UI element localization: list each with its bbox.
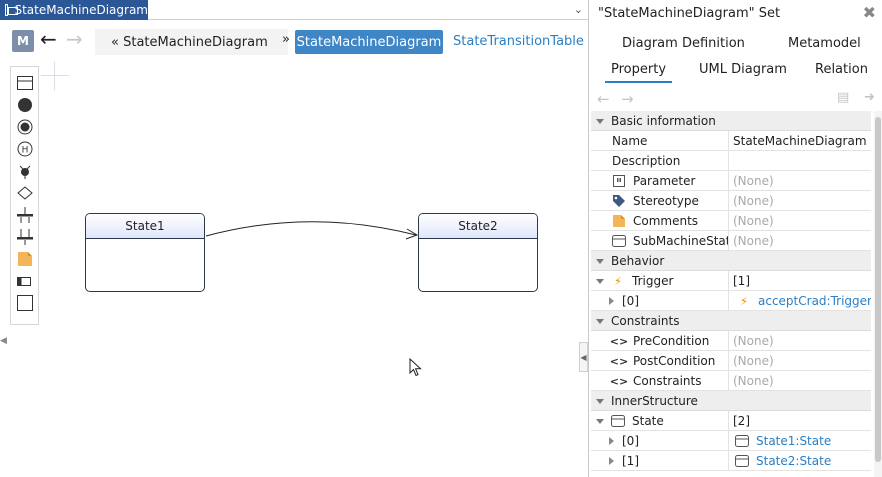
property-row-submachinestate[interactable]: SubMachineState (None) <box>591 231 871 251</box>
vertical-scrollbar[interactable] <box>874 111 882 477</box>
state-node-2[interactable]: State2 <box>418 213 538 292</box>
property-row-state[interactable]: State [2] <box>591 411 871 431</box>
model-button[interactable]: M <box>12 30 34 52</box>
lightning-icon: ⚡ <box>614 274 622 288</box>
property-row-stereotype[interactable]: Stereotype (None) <box>591 191 871 211</box>
property-row-state-0[interactable]: [0] State1:State <box>591 431 871 451</box>
tab-property[interactable]: Property <box>605 62 673 83</box>
section-behavior[interactable]: Behavior <box>591 251 871 271</box>
property-row-trigger[interactable]: ⚡Trigger [1] <box>591 271 871 291</box>
close-icon[interactable]: ✖ <box>862 3 876 22</box>
section-constraints[interactable]: Constraints <box>591 311 871 331</box>
document-tab[interactable]: StateMachineDiagram <box>0 0 148 20</box>
property-row-trigger-0[interactable]: [0] ⚡acceptCrad:Trigger <box>591 291 871 311</box>
breadcrumb-link[interactable]: StateTransitionTable <box>453 34 584 49</box>
comment-icon[interactable] <box>17 251 33 267</box>
property-grid: Basic information Name StateMachineDiagr… <box>591 111 871 471</box>
panel-tabs-row2: Property UML Diagram Relation <box>589 60 882 84</box>
property-row-name[interactable]: Name StateMachineDiagram <box>591 131 871 151</box>
section-basic-information[interactable]: Basic information <box>591 111 871 131</box>
join-icon[interactable] <box>17 229 33 245</box>
state-icon <box>735 434 749 448</box>
code-icon: <> <box>609 374 629 388</box>
section-innerstructure[interactable]: InnerStructure <box>591 391 871 411</box>
back-arrow-icon[interactable]: ← <box>597 90 610 108</box>
canvas-origin-marker <box>41 62 69 90</box>
tab-uml-diagram[interactable]: UML Diagram <box>699 62 787 77</box>
comment-icon <box>612 214 626 228</box>
scrollbar-thumb[interactable] <box>875 117 881 462</box>
code-icon: <> <box>609 334 629 348</box>
state-node-1[interactable]: State1 <box>85 213 205 292</box>
tag-icon <box>612 194 626 208</box>
tab-relation[interactable]: Relation <box>815 62 868 77</box>
initial-state-icon[interactable] <box>17 97 33 113</box>
property-row-postcondition[interactable]: <>PostCondition (None) <box>591 351 871 371</box>
choice-icon[interactable] <box>17 185 33 201</box>
diagram-editor: StateMachineDiagram ⌄ M ← → « StateMachi… <box>0 0 588 377</box>
chevron-down-icon[interactable]: ⌄ <box>573 3 583 16</box>
forward-arrow-icon[interactable]: → <box>621 90 634 108</box>
tool-palette: H <box>10 66 39 325</box>
breadcrumb-active[interactable]: StateMachineDiagram <box>295 30 443 54</box>
collapse-icon[interactable] <box>596 418 604 424</box>
clipboard-icon[interactable]: ▤ <box>837 90 850 105</box>
state-icon <box>611 414 625 428</box>
tab-diagram-definition[interactable]: Diagram Definition <box>622 36 745 51</box>
collapse-left-icon[interactable]: ◀ <box>0 336 7 346</box>
breadcrumb-prefix: « <box>111 34 119 50</box>
state-name: State1 <box>86 214 204 239</box>
code-icon: <> <box>609 354 629 368</box>
region-icon[interactable] <box>17 273 33 289</box>
history-icon[interactable]: H <box>17 141 33 157</box>
state-name: State2 <box>419 214 537 239</box>
diagram-icon <box>5 4 21 16</box>
expand-icon[interactable] <box>609 457 614 465</box>
property-panel: "StateMachineDiagram" Set ✖ Diagram Defi… <box>588 0 882 477</box>
property-row-description[interactable]: Description <box>591 151 871 171</box>
svg-text:H: H <box>22 146 29 156</box>
collapse-icon[interactable] <box>596 258 604 264</box>
collapse-icon[interactable] <box>596 398 604 404</box>
collapse-icon[interactable] <box>596 318 604 324</box>
lightning-icon: ⚡ <box>740 294 748 308</box>
panel-tabs-row1: Diagram Definition Metamodel <box>589 34 882 56</box>
panel-toolbar: ← → ▤ ➜ <box>589 88 882 110</box>
state-icon <box>612 234 626 248</box>
expand-icon[interactable] <box>609 437 614 445</box>
breadcrumb-parent-label: StateMachineDiagram <box>123 34 268 50</box>
forward-arrow-icon[interactable]: → <box>66 27 83 51</box>
state-icon <box>735 454 749 468</box>
property-row-precondition[interactable]: <>PreCondition (None) <box>591 331 871 351</box>
mouse-cursor-icon <box>409 358 422 377</box>
fork-icon[interactable] <box>17 207 33 223</box>
frame-icon[interactable] <box>17 295 33 311</box>
junction-icon[interactable] <box>17 163 33 179</box>
document-tabstrip: StateMachineDiagram ⌄ <box>0 0 588 20</box>
panel-splitter-handle[interactable]: ◀ <box>579 342 588 372</box>
property-row-state-1[interactable]: [1] State2:State <box>591 451 871 471</box>
breadcrumb-parent[interactable]: « StateMachineDiagram <box>95 29 288 55</box>
navigate-icon[interactable]: ➜ <box>864 90 875 105</box>
final-state-icon[interactable] <box>17 119 33 135</box>
property-row-comments[interactable]: Comments (None) <box>591 211 871 231</box>
breadcrumb-separator: » <box>282 32 290 47</box>
collapse-icon[interactable] <box>596 118 604 124</box>
back-arrow-icon[interactable]: ← <box>40 27 57 51</box>
breadcrumb-bar: M ← → « StateMachineDiagram » StateMachi… <box>0 24 588 58</box>
document-tab-label: StateMachineDiagram <box>14 3 148 17</box>
parameter-icon <box>612 174 626 188</box>
property-row-constraints[interactable]: <>Constraints (None) <box>591 371 871 391</box>
property-row-parameter[interactable]: Parameter (None) <box>591 171 871 191</box>
state-box-icon[interactable] <box>17 75 33 91</box>
tab-metamodel[interactable]: Metamodel <box>788 36 861 51</box>
expand-icon[interactable] <box>609 297 614 305</box>
collapse-icon[interactable] <box>596 278 604 284</box>
panel-title: "StateMachineDiagram" Set <box>598 6 781 21</box>
description-value[interactable] <box>730 151 871 171</box>
